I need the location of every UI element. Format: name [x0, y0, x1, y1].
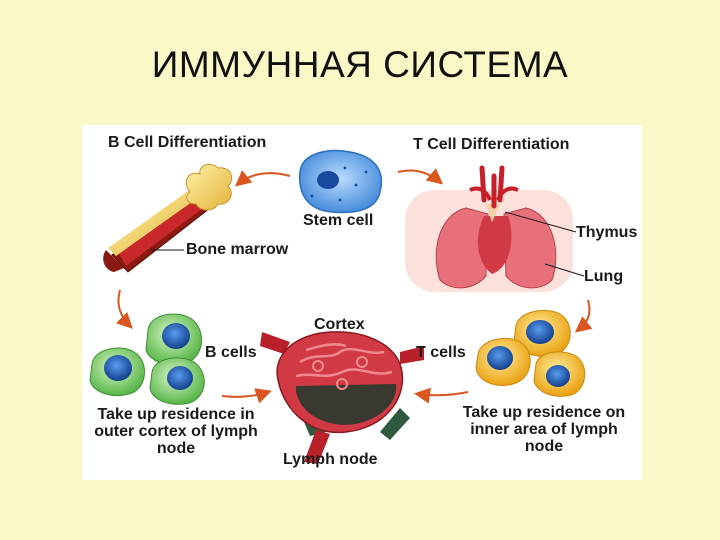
b-cells-illustration [89, 313, 205, 405]
arrow-bone-to-bcells [115, 289, 133, 329]
t-residence-label: Take up residence on inner area of lymph… [462, 404, 626, 455]
arrow-tcells-to-node [414, 387, 469, 404]
leader-lines [150, 211, 585, 277]
lymph-node-label: Lymph node [283, 451, 378, 468]
slide-title: ИММУННАЯ СИСТЕМА [151, 44, 569, 85]
flow-arrows [115, 168, 593, 404]
t-cells-illustration [475, 310, 586, 397]
arrow-lung-to-tcells [574, 299, 593, 333]
t-cell-differentiation-label: T Cell Differentiation [413, 136, 570, 153]
t-cells-label: T cells [416, 344, 466, 361]
lung-label: Lung [584, 268, 624, 285]
arrow-stem-to-thymus [397, 168, 444, 185]
b-cell-differentiation-label: B Cell Differentiation [108, 134, 267, 151]
thymus-label: Thymus [576, 224, 638, 241]
arrow-stem-to-bone [234, 170, 291, 187]
stem-cell-label: Stem cell [303, 212, 374, 229]
lymph-node-illustration [260, 331, 424, 464]
bone-marrow-illustration [103, 163, 233, 273]
thymus-lung-illustration [405, 165, 573, 292]
bone-marrow-label: Bone marrow [186, 241, 289, 258]
arrow-bcells-to-node [221, 388, 272, 404]
b-cells-label: B cells [205, 344, 257, 361]
cortex-label: Cortex [314, 316, 365, 333]
stem-cell-illustration [298, 149, 383, 214]
b-residence-label: Take up residence in outer cortex of lym… [94, 406, 258, 457]
